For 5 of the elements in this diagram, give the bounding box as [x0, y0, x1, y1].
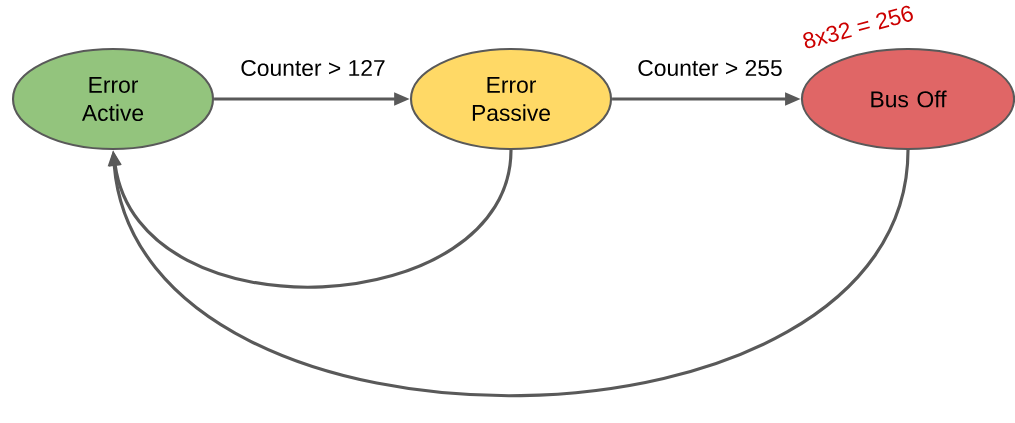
- edge-label: Counter > 255: [635, 58, 785, 78]
- annotation-text: 8x32 = 256: [803, 5, 913, 49]
- arrow: [107, 149, 910, 397]
- arrow: [108, 149, 513, 289]
- edge-label: Counter > 127: [238, 58, 388, 78]
